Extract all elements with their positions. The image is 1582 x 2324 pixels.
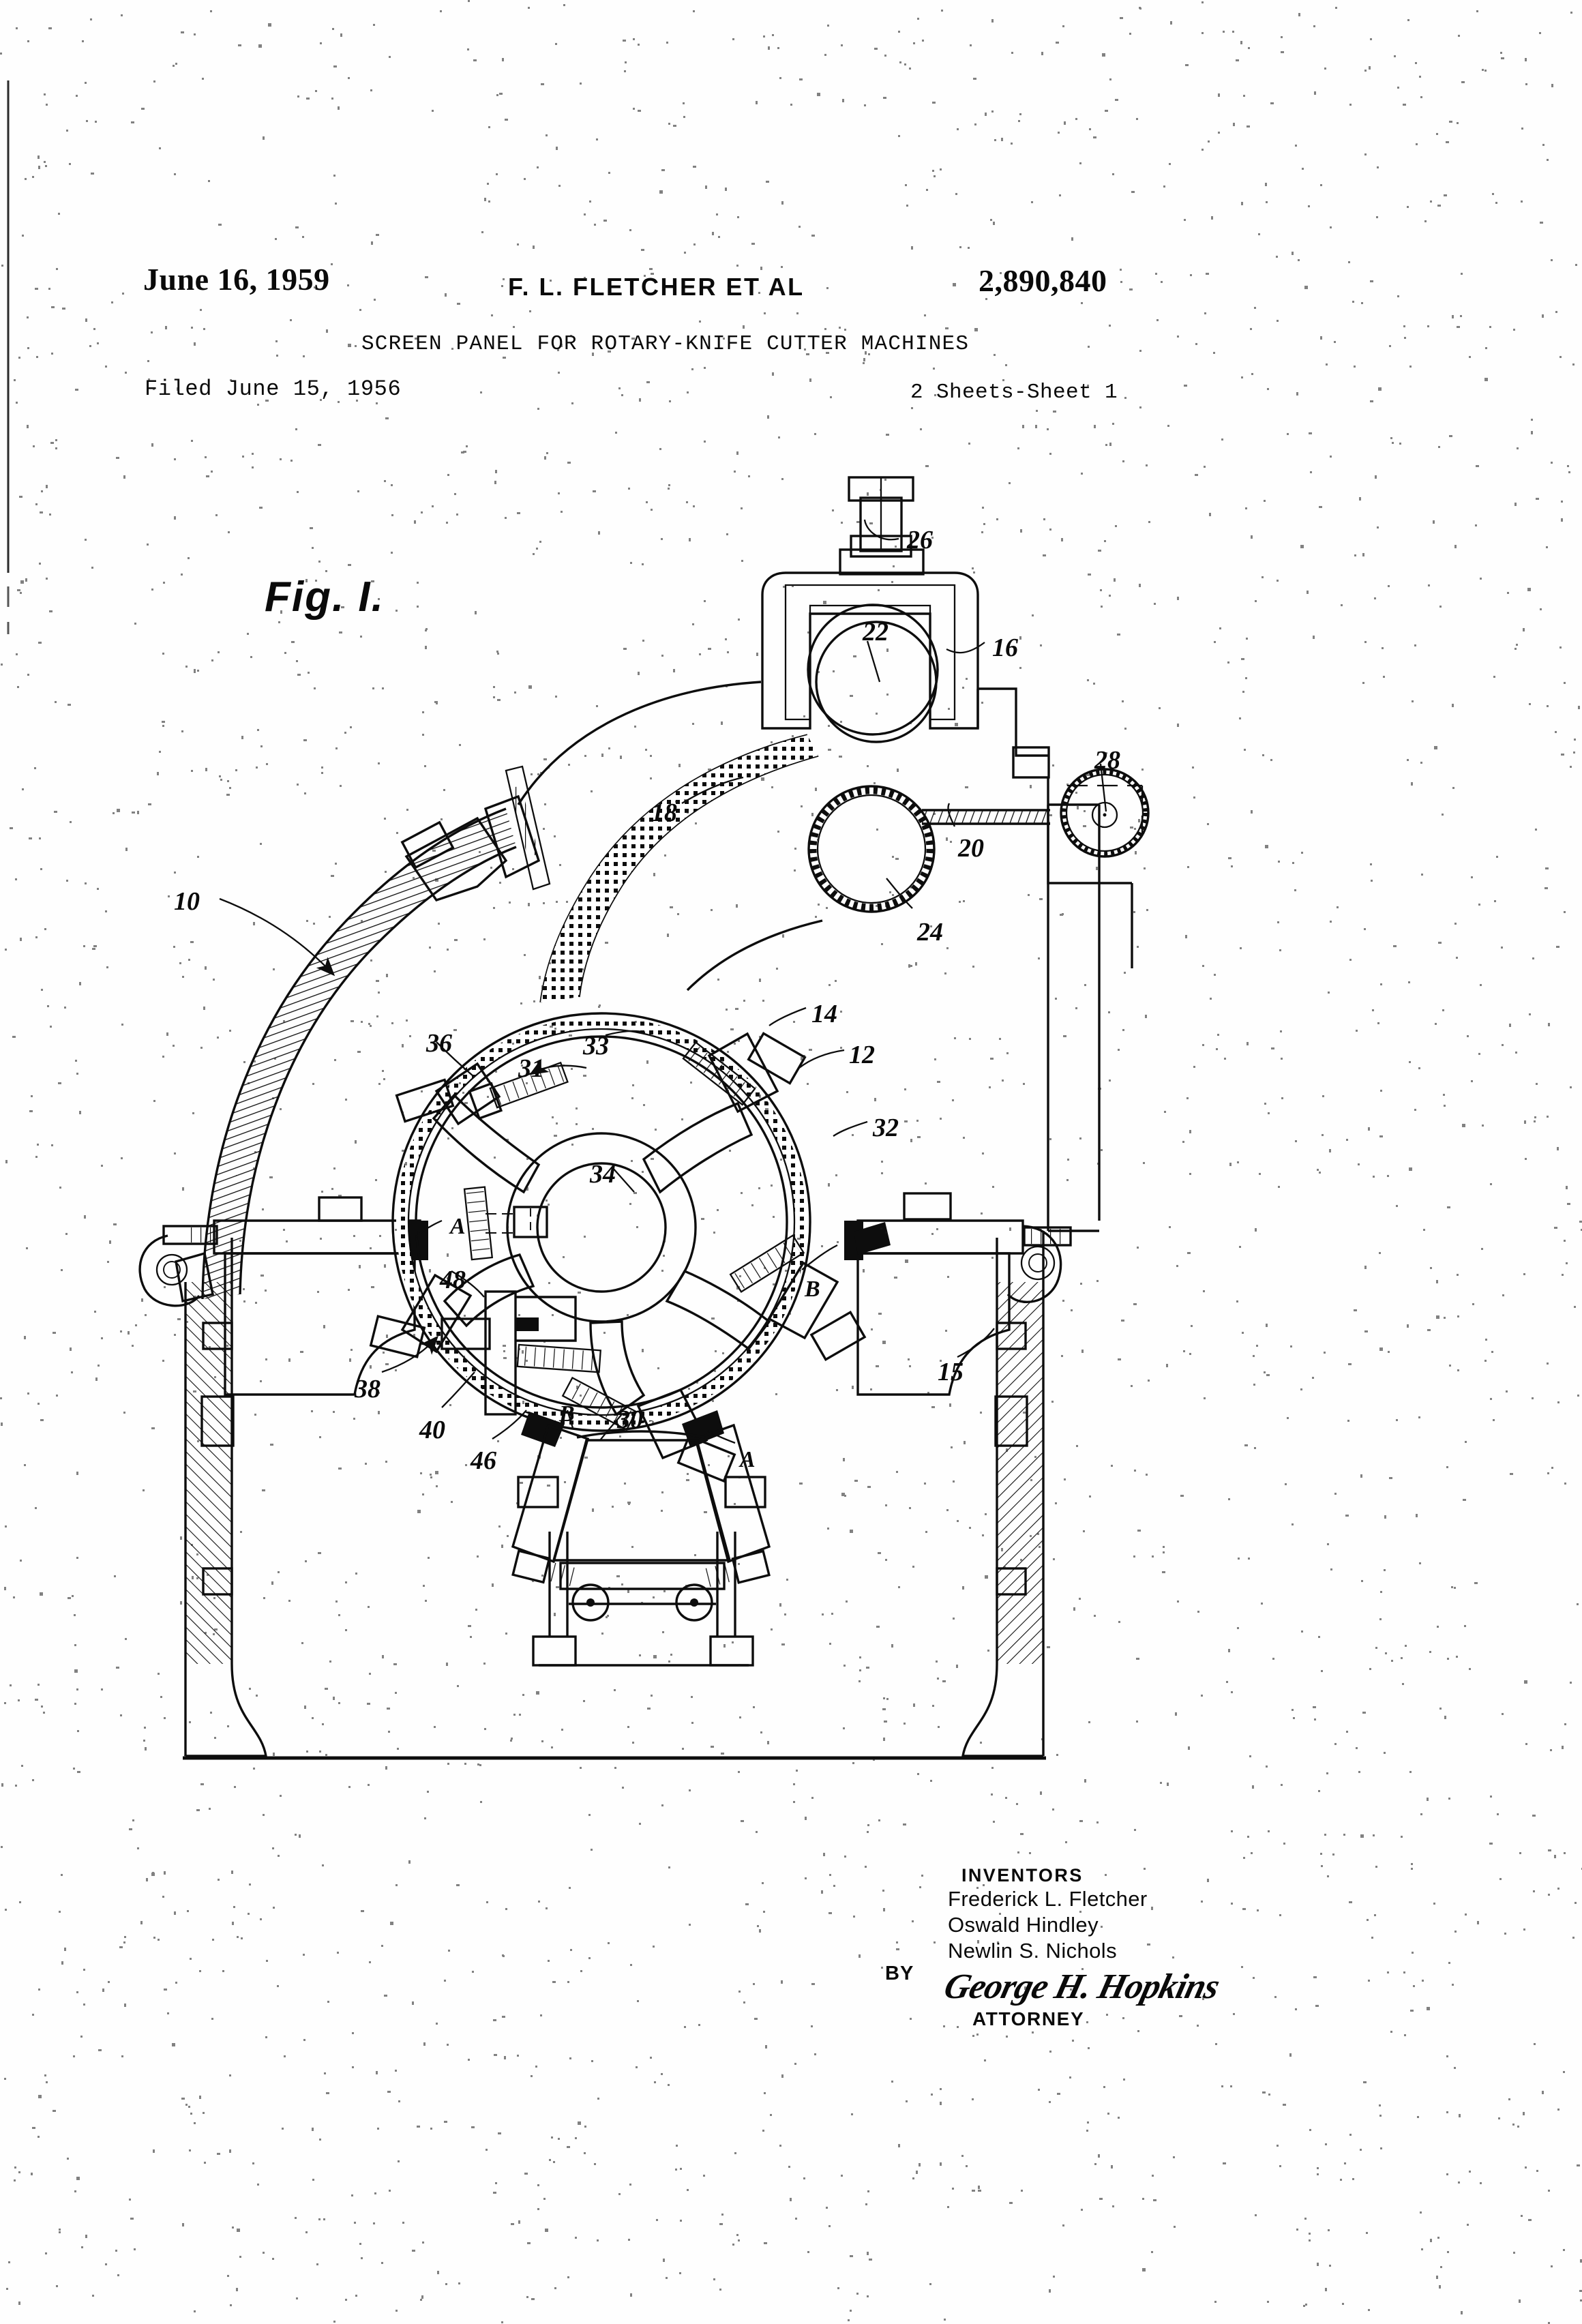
reference-numeral-30: 30: [617, 1405, 643, 1434]
inventor-name-1: Frederick L. Fletcher: [948, 1887, 1148, 1911]
reference-numeral-24: 24: [917, 918, 943, 947]
reference-numeral-48: 48: [440, 1266, 466, 1294]
inventor-name-3: Newlin S. Nichols: [948, 1939, 1117, 1963]
reference-numeral-14: 14: [811, 1000, 837, 1028]
reference-numeral-B2: B: [559, 1401, 575, 1427]
lower-feed-roll: [807, 785, 936, 913]
reference-numeral-A: A: [450, 1214, 466, 1239]
reference-numeral-34: 34: [590, 1160, 616, 1189]
reference-numeral-38: 38: [355, 1375, 380, 1403]
cutter-bar-block: [511, 1410, 771, 1667]
reference-numeral-16: 16: [992, 634, 1018, 662]
by-label: BY: [885, 1963, 914, 1984]
reference-numeral-20: 20: [958, 834, 984, 863]
attorney-signature: George H. Hopkins: [940, 1967, 1223, 2007]
left-hinge-mount: [138, 1196, 428, 1447]
reference-numeral-12: 12: [849, 1041, 875, 1069]
machine-frame: [183, 803, 1101, 1760]
reference-numeral-18: 18: [651, 799, 677, 827]
reference-numeral-B: B: [805, 1277, 820, 1302]
reference-numeral-33: 33: [583, 1032, 609, 1060]
reference-numeral-22: 22: [863, 618, 889, 646]
feed-plate: [922, 809, 1050, 825]
feed-chute: [517, 681, 823, 1003]
reference-numeral-31: 31: [518, 1054, 544, 1083]
reference-numeral-40: 40: [419, 1416, 445, 1444]
leader-lines: [219, 519, 1107, 1444]
reference-numeral-36: 36: [426, 1029, 452, 1058]
reference-numeral-28: 28: [1094, 746, 1120, 775]
reference-numeral-A2: A: [740, 1447, 756, 1472]
reference-numeral-10: 10: [174, 887, 200, 916]
inventors-heading: INVENTORS: [961, 1865, 1084, 1886]
attorney-label: ATTORNEY: [972, 2008, 1085, 2030]
reference-numeral-26: 26: [907, 526, 933, 554]
reference-numeral-32: 32: [873, 1114, 899, 1142]
reference-numeral-46: 46: [471, 1446, 496, 1475]
inventor-name-2: Oswald Hindley: [948, 1913, 1099, 1937]
signature-block: INVENTORS Frederick L. Fletcher Oswald H…: [885, 1865, 1301, 2030]
feed-roll-housing: [761, 476, 1050, 779]
reference-numeral-15: 15: [938, 1358, 964, 1386]
